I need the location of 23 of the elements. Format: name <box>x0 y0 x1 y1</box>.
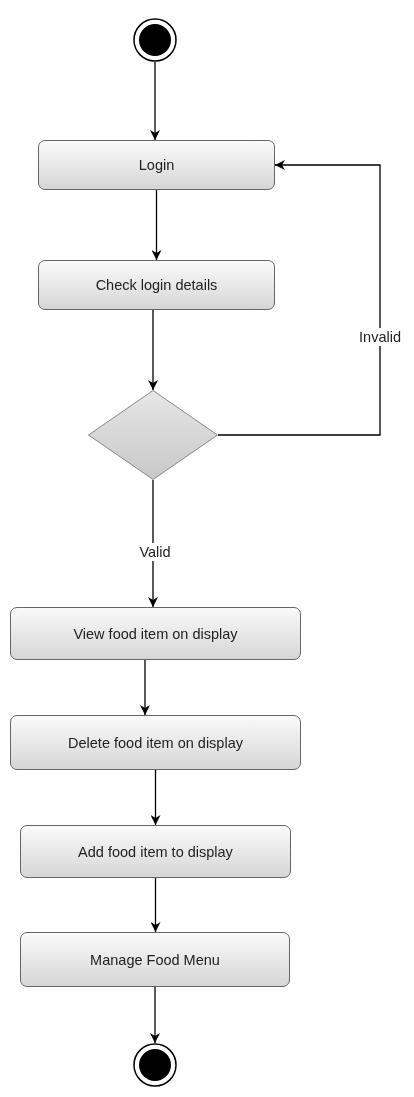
activity-label: Check login details <box>95 277 218 293</box>
activity-label: Delete food item on display <box>68 734 243 751</box>
arrow <box>150 61 160 141</box>
arrow <box>150 877 161 933</box>
activity-box <box>10 607 301 660</box>
activity-box <box>38 140 275 190</box>
activity-box <box>10 715 301 770</box>
arrow <box>151 189 162 261</box>
arrow <box>148 479 158 608</box>
arrow <box>140 659 150 716</box>
arrow <box>150 769 161 826</box>
activity-box <box>20 825 291 878</box>
activity-label: Login <box>138 157 175 173</box>
activity-box <box>38 260 275 310</box>
edge-label: Valid <box>137 543 173 561</box>
arrow <box>150 986 160 1044</box>
activity-label: View food item on display <box>73 625 238 642</box>
activity-label: Add food item to display <box>78 843 233 860</box>
arrow <box>217 160 381 436</box>
activity-box <box>20 932 290 987</box>
arrow <box>148 309 158 391</box>
edge-label: Invalid <box>357 328 403 346</box>
activity-label: Manage Food Menu <box>90 951 220 968</box>
